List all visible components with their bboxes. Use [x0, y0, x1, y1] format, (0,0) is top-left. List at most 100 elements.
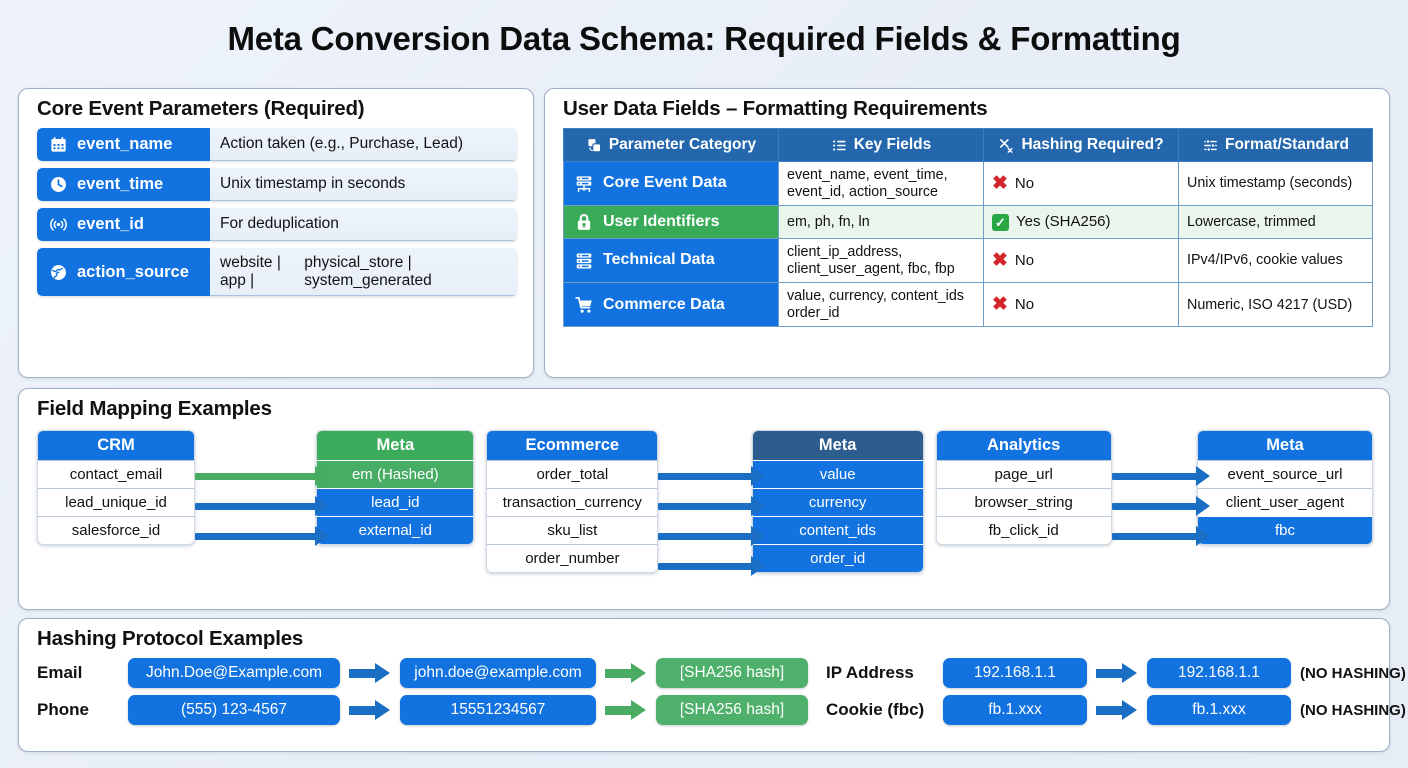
- hashing-panel-title: Hashing Protocol Examples: [37, 627, 304, 650]
- column-header-label: Format/Standard: [1224, 136, 1349, 153]
- target-field: currency: [752, 488, 923, 516]
- arrow-right-icon: [658, 556, 766, 576]
- parameter-category-cell: Commerce Data: [563, 282, 779, 328]
- key-fields-cell: em, ph, fn, ln: [778, 205, 984, 240]
- mapping-arrow-row: [658, 491, 766, 521]
- mapping-arrow-row: [658, 521, 766, 551]
- target-field: external_id: [317, 516, 474, 544]
- hashing-required-cell: ✖No: [983, 282, 1179, 328]
- core-parameter-name: event_id: [77, 215, 144, 233]
- format-standard-cell: Unix timestamp (seconds): [1178, 160, 1373, 207]
- source-field: browser_string: [936, 488, 1111, 516]
- hashing-step-normalized: 15551234567: [400, 695, 596, 725]
- mapping-arrow-row: [658, 551, 766, 581]
- core-parameter-key: action_source: [37, 248, 210, 297]
- check-icon: ✓: [992, 213, 1009, 231]
- user-panel-title: User Data Fields – Formatting Requiremen…: [563, 97, 988, 120]
- core-parameter-name: event_time: [77, 175, 164, 193]
- mapping-arrow-row: [658, 461, 766, 491]
- cross-icon: ✖: [992, 173, 1008, 195]
- meta-target-header: Meta: [1197, 431, 1372, 460]
- hashing-required-cell: ✖ No: [983, 160, 1179, 207]
- target-field: fbc: [1197, 516, 1372, 544]
- category-label: Commerce Data: [603, 295, 725, 313]
- source-field: page_url: [936, 460, 1111, 488]
- core-parameter-name: action_source: [77, 262, 189, 281]
- hashing-example-label: Cookie (fbc): [826, 700, 925, 719]
- format-standard-cell: Numeric, ISO 4217 (USD): [1178, 282, 1373, 328]
- core-parameter-key: event_time: [37, 168, 210, 201]
- arrow-right-icon: [1111, 526, 1211, 546]
- clock-icon: [49, 175, 68, 194]
- mapping-arrows: [195, 430, 330, 551]
- sliders-icon: [1202, 137, 1219, 154]
- mapping-arrow-row: [1111, 521, 1211, 551]
- cross-icon: ✖: [992, 250, 1008, 272]
- mapping-arrow-row: [195, 461, 330, 491]
- arrow-right-icon: [195, 466, 330, 486]
- hashing-step-output: 192.168.1.1: [1147, 658, 1291, 688]
- hashing-label: Yes (SHA256): [1016, 213, 1111, 231]
- mapping-arrow-row: [1111, 461, 1211, 491]
- mapping-arrow-row: [1111, 491, 1211, 521]
- core-parameter-description: For deduplication: [210, 208, 517, 241]
- target-field: content_ids: [752, 516, 923, 544]
- parameter-category-cell: Technical Data: [563, 238, 779, 284]
- format-standard-cell: Lowercase, trimmed: [1178, 205, 1373, 240]
- meta-target-header: Meta: [317, 431, 474, 460]
- source-system-header: Ecommerce: [487, 431, 658, 460]
- mapping-arrow-row: [195, 491, 330, 521]
- database-icon: [574, 251, 594, 271]
- hashing-example-label: Phone: [37, 700, 89, 719]
- target-field: client_user_agent: [1197, 488, 1372, 516]
- target-field: event_source_url: [1197, 460, 1372, 488]
- column-header: Format/Standard: [1178, 128, 1373, 162]
- calendar-icon: [49, 135, 68, 154]
- format-standard-cell: IPv4/IPv6, cookie values: [1178, 238, 1373, 284]
- source-field: salesforce_id: [38, 516, 194, 544]
- arrow-right-icon: [349, 663, 391, 683]
- hash-fn-icon: [998, 137, 1015, 154]
- core-parameter-key: event_name: [37, 128, 210, 161]
- arrow-right-icon: [349, 700, 391, 720]
- key-fields-cell: client_ip_address,client_user_agent, fbc…: [778, 238, 984, 284]
- hashing-step-hashed: [SHA256 hash]: [656, 658, 808, 688]
- column-header-label: Parameter Category: [608, 136, 757, 153]
- source-field: order_number: [487, 544, 658, 572]
- column-header-label: Key Fields: [853, 136, 932, 153]
- hashing-label: No: [1014, 174, 1035, 192]
- source-field: transaction_currency: [487, 488, 658, 516]
- server-network-icon: [574, 174, 594, 194]
- source-field: fb_click_id: [936, 516, 1111, 544]
- target-field: value: [752, 460, 923, 488]
- column-header: Key Fields: [778, 128, 984, 162]
- arrow-right-icon: [1096, 663, 1138, 683]
- core-event-parameters-panel: Core Event Parameters (Required) event_n…: [18, 88, 534, 378]
- parameter-category-cell: Core Event Data: [563, 160, 779, 207]
- cart-icon: [574, 295, 594, 315]
- source-field: contact_email: [38, 460, 194, 488]
- hashing-label: No: [1014, 252, 1035, 270]
- source-system-header: CRM: [38, 431, 194, 460]
